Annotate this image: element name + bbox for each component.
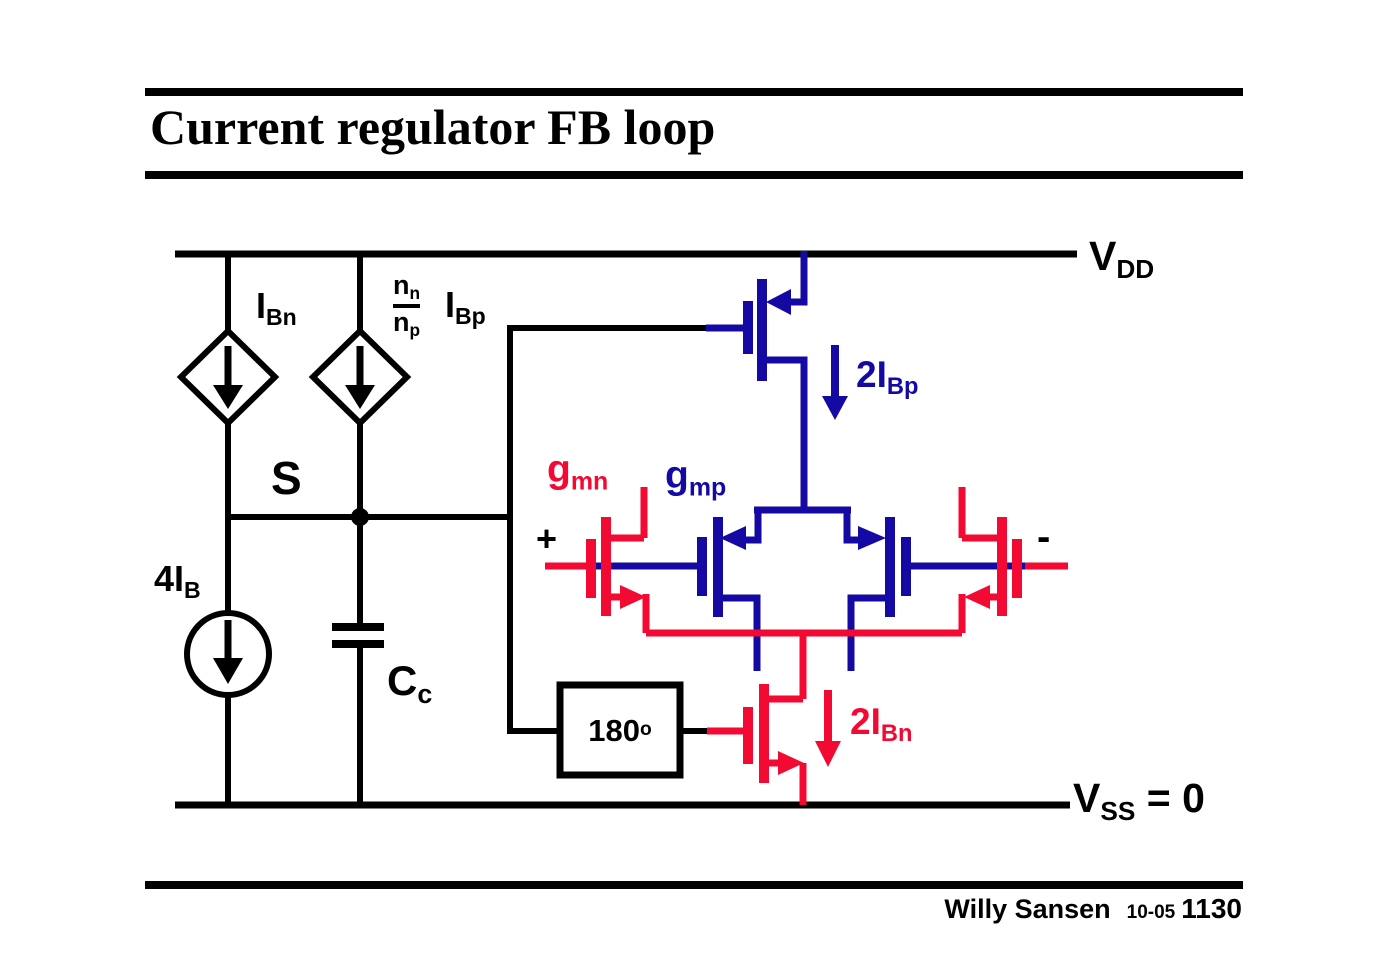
source-wire [785, 251, 808, 306]
label-4ib: 4IB [154, 561, 201, 602]
right-drain-wire [847, 594, 888, 671]
label-ibn-base: I [256, 285, 267, 326]
top-rule [145, 88, 1243, 96]
right-source-wire [843, 507, 860, 544]
right-source-arrow-icon [964, 585, 990, 609]
ratio-den-sub: p [409, 320, 421, 341]
phase-value: 180 [588, 712, 640, 748]
pmos-devices-blue [589, 251, 1025, 671]
label-2ibp-base: 2I [856, 354, 887, 395]
down-arrow-icon [822, 396, 848, 420]
label-node-s: S [271, 452, 302, 504]
label-vdd-sub: DD [1116, 253, 1155, 284]
source-arrow-icon [778, 751, 804, 775]
current-source-ibn [176, 326, 280, 428]
label-minus-input: - [1037, 515, 1051, 559]
down-arrow-icon [213, 385, 243, 409]
phase-degree-sup: o [640, 719, 652, 741]
label-gmp: gmp [665, 456, 726, 500]
left-drain-wire [606, 487, 648, 542]
label-4ib-sub: B [184, 576, 201, 603]
down-arrow-icon [345, 385, 375, 409]
top-pmos-transistor [706, 251, 808, 513]
label-2ibp: 2IBp [856, 356, 918, 400]
page-title: Current regulator FB loop [150, 99, 716, 155]
label-ibp: IBp [445, 287, 486, 328]
label-gmn-sub: mn [570, 467, 609, 496]
left-source-wire [742, 507, 762, 544]
label-gmn-base: g [547, 448, 571, 491]
label-cc: Cc [387, 660, 432, 708]
label-vss-sub: SS [1100, 795, 1136, 826]
ratio-denominator: np [393, 309, 420, 339]
right-source-arrow-icon [858, 526, 886, 550]
label-vdd-base: V [1089, 233, 1117, 279]
label-gmp-sub: mp [688, 473, 727, 502]
label-2ibn: 2IBn [850, 703, 912, 747]
left-drain-wire [720, 594, 761, 671]
left-source-arrow-icon [620, 585, 646, 609]
left-source-arrow-icon [720, 526, 746, 550]
nmos-devices-red [586, 487, 1022, 805]
ratio-numerator: nn [393, 272, 420, 302]
ratio-num-sub: n [409, 283, 421, 304]
label-plus-input: + [536, 518, 558, 559]
current-arrow-2ibn [815, 690, 841, 767]
label-cc-base: C [387, 657, 418, 704]
label-gmn: gmn [547, 450, 608, 494]
current-source-4ib [184, 610, 272, 698]
footer-rule [145, 881, 1243, 889]
label-4ib-base: 4I [154, 558, 185, 599]
label-ibp-base: I [445, 284, 456, 325]
down-arrow-icon [815, 741, 841, 767]
label-vss: VSS = 0 [1073, 778, 1205, 824]
footer-date: 10-05 [1126, 902, 1176, 923]
label-vss-suffix: = 0 [1135, 775, 1205, 821]
footer-author: Willy Sansen [944, 894, 1111, 924]
red-diff-pair [586, 487, 1022, 699]
footer-page-number: 1130 [1181, 893, 1242, 924]
label-ibn: IBn [256, 288, 297, 329]
ratio-fraction-bar [393, 304, 421, 309]
ratio-den-base: n [393, 307, 410, 338]
label-2ibn-base: 2I [850, 701, 881, 742]
right-drain-wire [958, 487, 1002, 542]
ratio-num-base: n [393, 270, 410, 300]
label-gmp-base: g [665, 454, 689, 497]
label-ibp-ratio: nn np [393, 272, 421, 340]
node-s-junction-dot [351, 508, 369, 526]
current-arrow-2ibp [822, 345, 848, 420]
label-cc-sub: c [417, 679, 433, 710]
title-underline-rule [145, 171, 1243, 179]
footer: Willy Sansen 10-05 1130 [944, 893, 1242, 925]
phase-shift-box [556, 681, 684, 779]
bottom-nmos-transistor [707, 684, 807, 805]
label-ibn-sub: Bn [266, 303, 297, 330]
label-2ibn-sub: Bn [880, 721, 913, 748]
label-vss-base: V [1073, 775, 1101, 821]
current-source-ibp [308, 326, 412, 428]
label-vdd: VDD [1089, 236, 1154, 282]
source-arrow-icon [766, 289, 791, 315]
drain-wire [763, 356, 808, 513]
label-ibp-sub: Bp [455, 302, 486, 329]
down-arrow-icon [213, 658, 243, 684]
label-2ibp-sub: Bp [886, 374, 919, 401]
